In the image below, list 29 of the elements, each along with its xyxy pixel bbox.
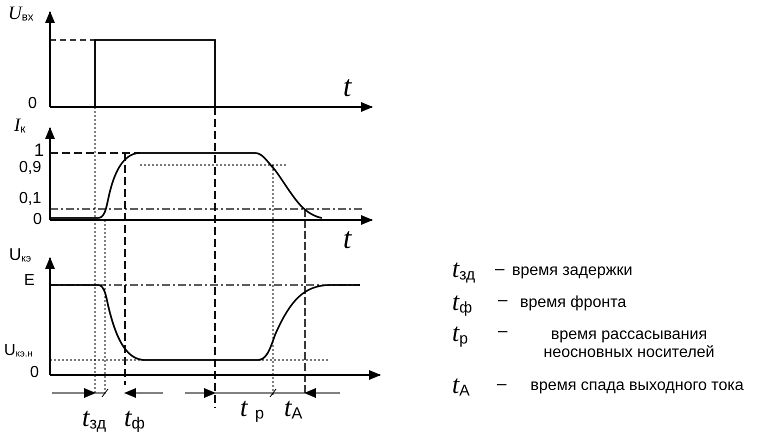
axis-label: t [343, 222, 352, 255]
tick-label: 0 [33, 211, 42, 229]
interval-label: t$_{ф}$ [124, 403, 145, 434]
axis-label: t [343, 70, 352, 103]
definition-text: время задержки [512, 262, 632, 280]
axis-label: U$_{вх}$ [8, 4, 34, 25]
interval-label: t$_{А}$ [284, 393, 302, 424]
dash-text: – [498, 322, 508, 341]
interval-label: t $_{р}$ [240, 393, 264, 424]
axis-label: U$_{кэ}$ [9, 246, 32, 265]
definition-text: время фронта [520, 294, 626, 312]
definition-text: время рассасывания неосновных носителей [542, 326, 716, 362]
dash-text: – [497, 375, 506, 394]
tick-label: E [24, 272, 35, 290]
dash-text: – [498, 291, 508, 310]
axis-label: I$_{к}$ [14, 116, 26, 137]
dash-text: – [495, 260, 504, 279]
tick-label: 0 [30, 364, 39, 382]
definition-text: время спада выходного тока [529, 377, 745, 395]
tick-label: 0,9 [19, 159, 42, 177]
tick-label: 1 [34, 141, 44, 160]
tick-label: U$_{кэ.н}$ [4, 342, 33, 360]
symbol-label: t$_{зд}$ [452, 254, 476, 284]
symbol-label: t$_{ф}$ [452, 287, 472, 317]
symbol-label: t$_{р}$ [452, 318, 468, 348]
interval-label: t$_{зд}$ [82, 403, 106, 434]
tick-label: 0 [28, 95, 37, 113]
symbol-label: t$_{А}$ [452, 370, 470, 400]
tick-label: 0,1 [19, 190, 42, 208]
